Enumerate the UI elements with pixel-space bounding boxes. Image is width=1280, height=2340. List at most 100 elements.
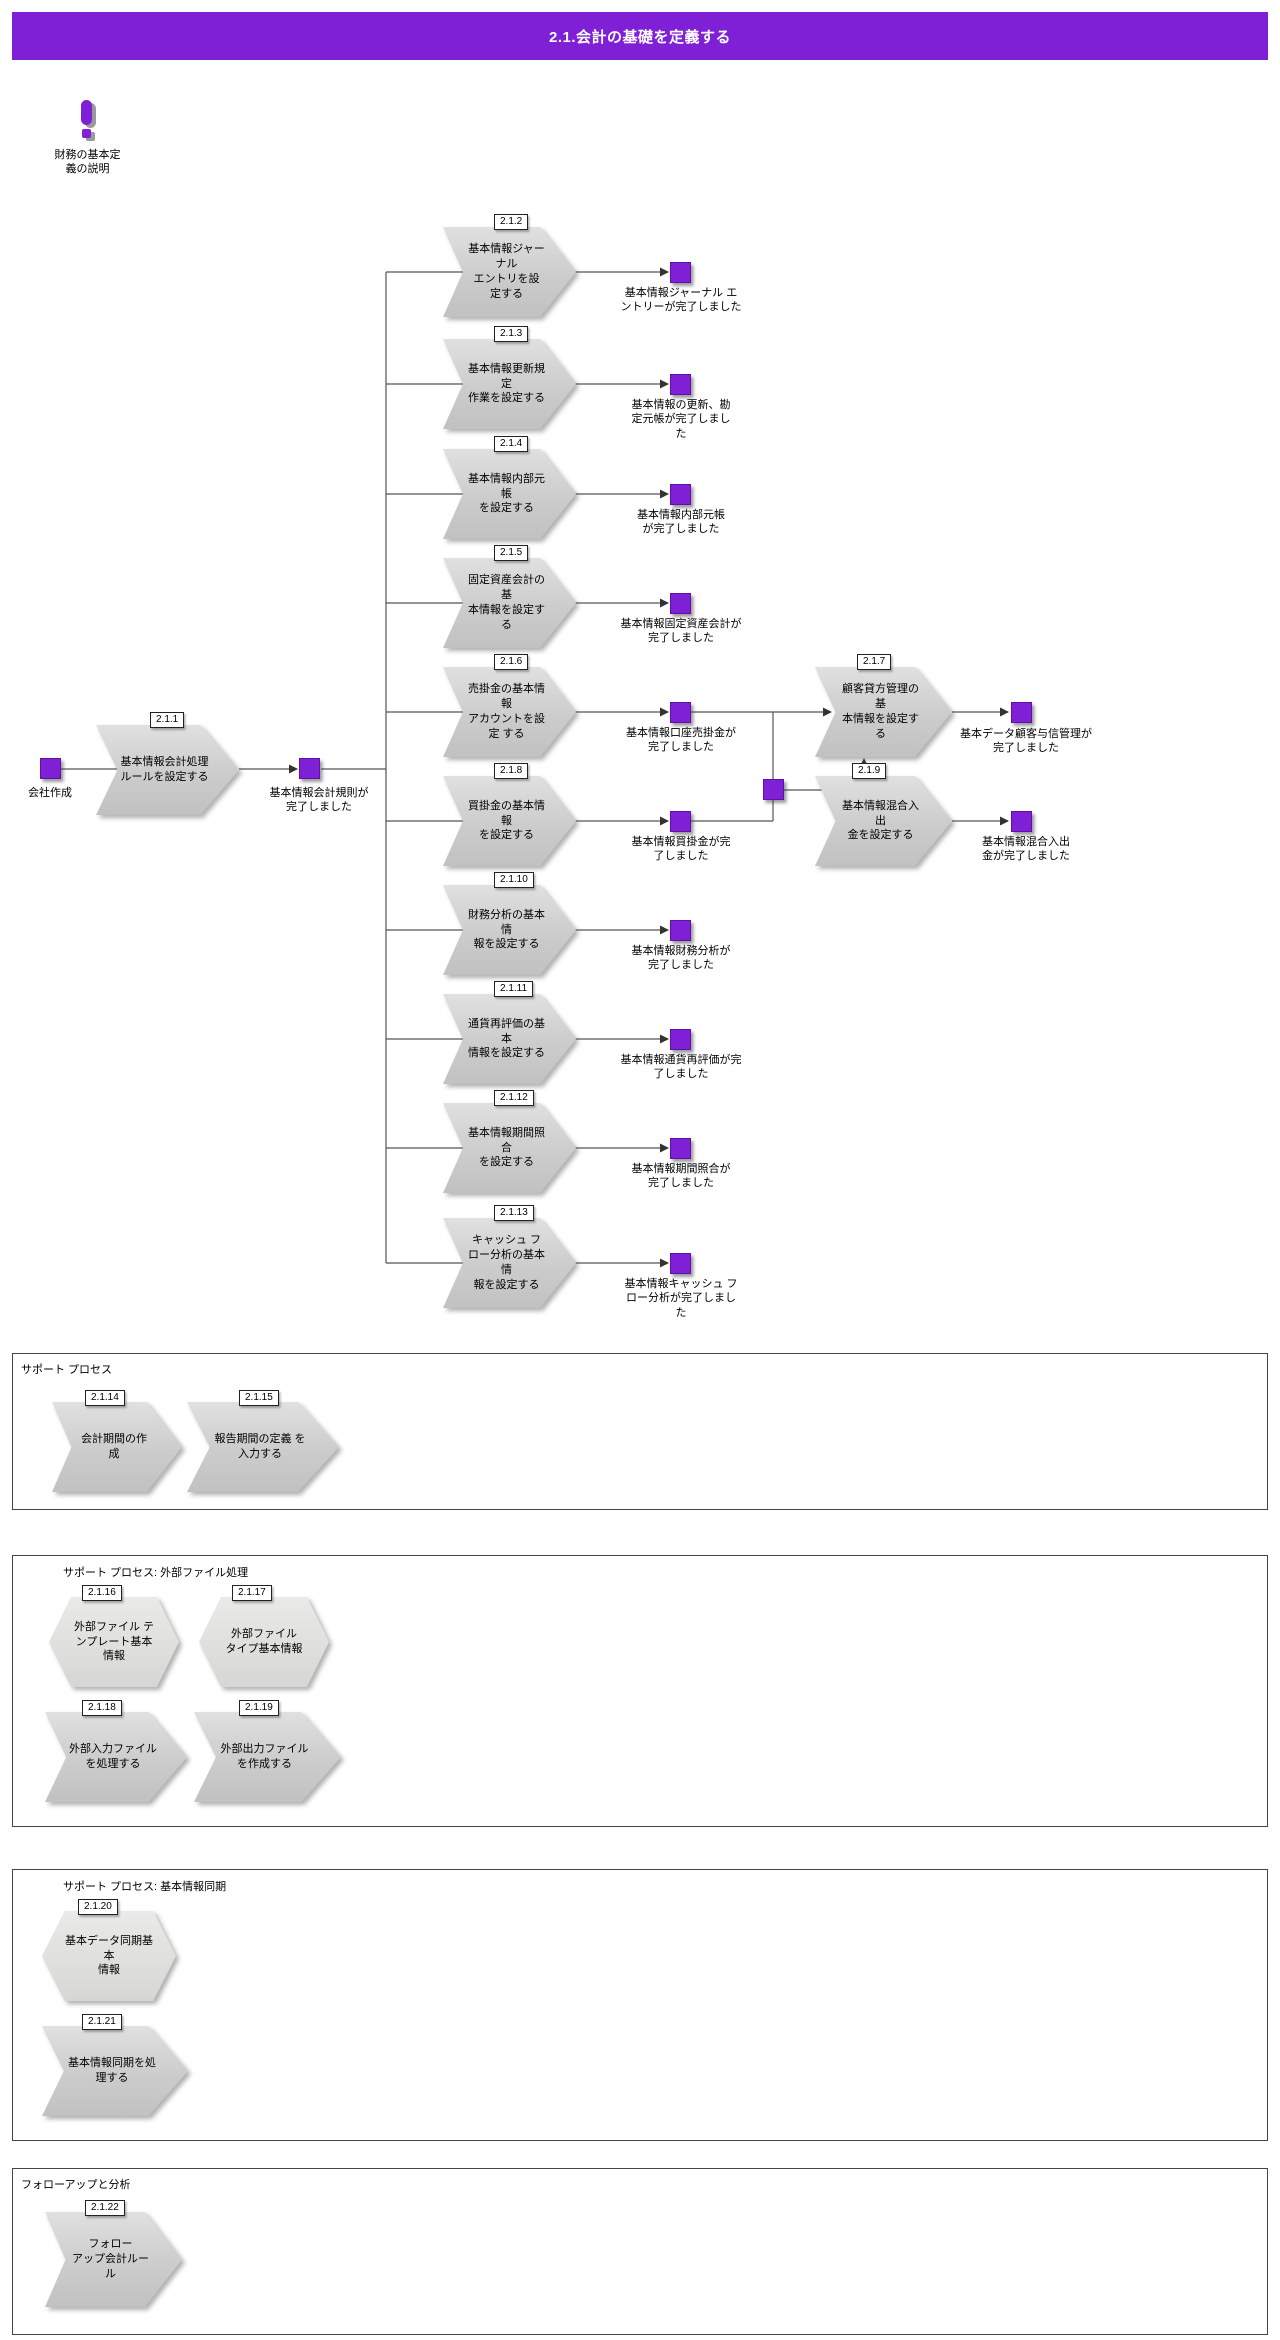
- task-2-1-10-id: 2.1.10: [494, 872, 534, 888]
- exclamation-icon[interactable]: [81, 100, 101, 142]
- task-2-1-13-label: キャッシュ フ ロー分析の基本情 報を設定する: [468, 1234, 545, 1291]
- task-2-1-20-label: 基本データ同期基本 情報: [65, 1934, 153, 1977]
- task-2-1-12[interactable]: 基本情報期間照合 を設定する: [443, 1103, 576, 1193]
- milestone-2-1-1-label: 基本情報会計規則が 完了しました: [269, 787, 369, 814]
- milestone-2-1-1: [299, 758, 320, 779]
- page-title: 2.1.会計の基礎を定義する: [548, 28, 732, 46]
- task-2-1-21-label: 基本情報同期を処理する: [68, 2057, 156, 2084]
- milestone-2-1-10-label: 基本情報財務分析が 完了しました: [631, 945, 731, 972]
- hexagon-shape: [42, 1911, 176, 2001]
- task-2-1-17-label: 外部ファイル タイプ基本情報: [225, 1628, 303, 1655]
- task-2-1-16-id: 2.1.16: [82, 1585, 122, 1601]
- task-2-1-2-id: 2.1.2: [494, 214, 529, 230]
- start-event-label: 会社作成: [28, 787, 72, 799]
- milestone-2-1-8: [670, 811, 691, 832]
- task-2-1-15-label: 報告期間の定義 を入力する: [214, 1433, 306, 1460]
- task-2-1-4-label: 基本情報内部元帳 を設定する: [468, 472, 545, 515]
- milestone-2-1-12-label: 基本情報期間照合が 完了しました: [631, 1163, 731, 1190]
- milestone-2-1-4: [670, 484, 691, 505]
- milestone-2-1-10: [670, 920, 691, 941]
- task-2-1-9[interactable]: 基本情報混合入出 金を設定する: [815, 776, 952, 866]
- task-2-1-21-id: 2.1.21: [82, 2014, 122, 2030]
- hexagon-shape: [199, 1597, 329, 1687]
- task-2-1-22-label: フォロー アップ会計ルール: [72, 2238, 149, 2280]
- milestone-2-1-7: [1011, 702, 1032, 723]
- milestone-2-1-13: [670, 1253, 691, 1274]
- task-2-1-8-label: 買掛金の基本情報 を設定する: [468, 799, 545, 842]
- section-external-files-title: サポート プロセス: 外部ファイル処理: [63, 1567, 249, 1579]
- milestone-2-1-2-label: 基本情報ジャーナル エ ントリーが完了しました: [620, 287, 742, 314]
- task-2-1-5-id: 2.1.5: [494, 545, 529, 561]
- exclamation-bar: [81, 100, 92, 125]
- task-2-1-1-id: 2.1.1: [150, 712, 185, 728]
- milestone-2-1-4-label: 基本情報内部元帳 が完了しました: [637, 509, 725, 536]
- task-2-1-13[interactable]: キャッシュ フ ロー分析の基本情 報を設定する: [443, 1218, 576, 1308]
- task-2-1-16[interactable]: 外部ファイル テ ンプレート基本 情報: [49, 1597, 179, 1687]
- task-2-1-5[interactable]: 固定資産会計の基 本情報を設定する: [443, 558, 576, 648]
- task-2-1-4-id: 2.1.4: [494, 436, 529, 452]
- task-2-1-1[interactable]: 基本情報会計処理 ルールを設定する: [96, 725, 239, 815]
- task-2-1-7-id: 2.1.7: [857, 654, 892, 670]
- hexagon-shape: [49, 1597, 179, 1687]
- task-2-1-17[interactable]: 外部ファイル タイプ基本情報: [199, 1597, 329, 1687]
- task-2-1-18-label: 外部入力ファイル を処理する: [69, 1743, 157, 1770]
- milestone-2-1-8-label: 基本情報買掛金が完 了しました: [631, 836, 731, 863]
- task-2-1-13-id: 2.1.13: [494, 1205, 534, 1221]
- milestone-2-1-6: [670, 702, 691, 723]
- task-2-1-6[interactable]: 売掛金の基本情報 アカウントを設定 する: [443, 667, 576, 757]
- milestone-2-1-3: [670, 374, 691, 395]
- task-2-1-22[interactable]: フォロー アップ会計ルール: [45, 2212, 182, 2307]
- milestone-2-1-7-label: 基本データ顧客与信管理が 完了しました: [960, 728, 1092, 755]
- section-follow-up: [12, 2168, 1268, 2335]
- task-2-1-14[interactable]: 会計期間の作成: [52, 1402, 182, 1492]
- section-master-data-sync-title: サポート プロセス: 基本情報同期: [63, 1881, 227, 1893]
- task-2-1-10-label: 財務分析の基本情 報を設定する: [468, 908, 545, 951]
- task-2-1-1-label: 基本情報会計処理 ルールを設定する: [120, 756, 209, 783]
- task-2-1-15[interactable]: 報告期間の定義 を入力する: [187, 1402, 339, 1492]
- task-2-1-3-label: 基本情報更新規定 作業を設定する: [468, 362, 545, 405]
- task-2-1-17-id: 2.1.17: [232, 1585, 272, 1601]
- task-2-1-8[interactable]: 買掛金の基本情報 を設定する: [443, 776, 576, 866]
- task-2-1-5-label: 固定資産会計の基 本情報を設定する: [468, 574, 545, 631]
- task-2-1-2[interactable]: 基本情報ジャーナル エントリを設 定する: [443, 227, 576, 317]
- milestone-2-1-5: [670, 593, 691, 614]
- task-2-1-3-id: 2.1.3: [494, 326, 529, 342]
- task-2-1-20-id: 2.1.20: [78, 1899, 118, 1915]
- task-2-1-16-label: 外部ファイル テ ンプレート基本 情報: [73, 1620, 155, 1663]
- task-2-1-18-id: 2.1.18: [82, 1700, 122, 1716]
- task-2-1-4[interactable]: 基本情報内部元帳 を設定する: [443, 449, 576, 539]
- task-2-1-9-label: 基本情報混合入出 金を設定する: [842, 799, 919, 842]
- section-master-data-sync: [12, 1869, 1268, 2141]
- milestone-2-1-2: [670, 262, 691, 283]
- task-2-1-18[interactable]: 外部入力ファイル を処理する: [45, 1712, 187, 1802]
- task-2-1-19[interactable]: 外部出力ファイル を作成する: [194, 1712, 341, 1802]
- task-2-1-10[interactable]: 財務分析の基本情 報を設定する: [443, 885, 576, 975]
- milestone-2-1-5-label: 基本情報固定資産会計が 完了しました: [620, 618, 742, 645]
- task-2-1-14-label: 会計期間の作成: [81, 1433, 147, 1460]
- task-2-1-14-id: 2.1.14: [85, 1390, 125, 1406]
- page-header: 2.1.会計の基礎を定義する: [12, 12, 1268, 60]
- task-2-1-20[interactable]: 基本データ同期基本 情報: [42, 1911, 176, 2001]
- section-support-process-title: サポート プロセス: [21, 1364, 113, 1376]
- task-2-1-12-label: 基本情報期間照合 を設定する: [468, 1126, 545, 1169]
- milestone-2-1-11: [670, 1029, 691, 1050]
- task-2-1-15-id: 2.1.15: [239, 1390, 279, 1406]
- task-2-1-19-label: 外部出力ファイル を作成する: [220, 1743, 309, 1770]
- start-event-square: [40, 758, 61, 779]
- task-2-1-11-id: 2.1.11: [494, 981, 534, 997]
- task-2-1-3[interactable]: 基本情報更新規定 作業を設定する: [443, 339, 576, 429]
- milestone-2-1-13-label: 基本情報キャッシュ フ ロー分析が完了しまし た: [624, 1278, 738, 1319]
- merge-connector-square: [763, 779, 784, 800]
- task-2-1-19-id: 2.1.19: [239, 1700, 279, 1716]
- task-2-1-6-label: 売掛金の基本情報 アカウントを設定 する: [468, 683, 545, 740]
- milestone-2-1-9: [1011, 811, 1032, 832]
- milestone-2-1-12: [670, 1138, 691, 1159]
- task-2-1-2-label: 基本情報ジャーナル エントリを設 定する: [468, 243, 545, 300]
- note-label: 財務の基本定 義の説明: [54, 149, 121, 176]
- task-2-1-11[interactable]: 通貨再評価の基本 情報を設定する: [443, 994, 576, 1084]
- milestone-2-1-3-label: 基本情報の更新、勘 定元帳が完了しまし た: [631, 399, 731, 440]
- task-2-1-7[interactable]: 顧客貸方管理の基 本情報を設定する: [815, 667, 952, 757]
- section-follow-up-title: フォローアップと分析: [21, 2179, 131, 2191]
- task-2-1-21[interactable]: 基本情報同期を処理する: [42, 2026, 188, 2116]
